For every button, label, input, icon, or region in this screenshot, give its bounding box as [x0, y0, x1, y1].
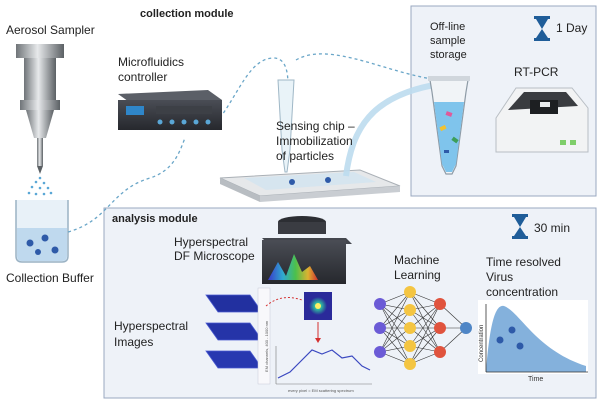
spectrum-caption: every pixel = EM scattering spectrum	[288, 388, 354, 393]
flow-arrow	[315, 338, 321, 343]
virus-label-2: Virus	[486, 270, 513, 284]
images-label-2: Images	[114, 335, 153, 349]
flow-arrow	[265, 297, 303, 307]
controller-icon	[118, 90, 222, 130]
virus-icon	[289, 177, 331, 185]
pcr-machine-icon	[495, 87, 589, 153]
virus-icon	[496, 326, 524, 350]
time-1day-label: 1 Day	[556, 21, 587, 35]
pipette-tip	[277, 79, 295, 173]
sensing-label-1: Sensing chip –	[276, 119, 355, 133]
aerosol-droplets	[27, 176, 53, 196]
rtpcr-label: RT-PCR	[514, 65, 559, 79]
offline-label-2: sample	[430, 35, 465, 47]
collection-module-title: collection module	[140, 8, 234, 20]
collection-buffer-label: Collection Buffer	[6, 271, 94, 285]
sampler-icon	[16, 44, 64, 174]
conc-ylabel: Concentration	[479, 325, 485, 362]
microscope-icon	[262, 216, 352, 284]
neural-network-icon	[374, 286, 472, 370]
analysis-module-title: analysis module	[112, 213, 198, 225]
microfluidics-label-2: controller	[118, 70, 167, 84]
hyperspectral-label-1: Hyperspectral	[174, 235, 248, 249]
sensing-label-2: Immobilization	[276, 134, 353, 148]
pixel-spot	[304, 292, 332, 320]
time-30min-label: 30 min	[534, 221, 570, 235]
hyperspectral-label-2: DF Microscope	[174, 249, 255, 263]
ml-label-1: Machine	[394, 253, 440, 267]
tube-icon	[428, 76, 470, 175]
hourglass-icon	[512, 214, 528, 239]
sensing-label-3: of particles	[276, 149, 334, 163]
virus-label-1: Time resolved	[486, 255, 561, 269]
microfluidics-label-1: Microfluidics	[118, 55, 184, 69]
hyperspectral-stack	[205, 287, 271, 385]
virus-icon	[26, 234, 59, 255]
spectrum-ylabel: EM channels, 400 - 1000 nm	[264, 320, 269, 372]
fluid-lines	[67, 53, 441, 233]
offline-label-3: storage	[430, 49, 467, 61]
outlet-tube	[343, 81, 441, 177]
images-label-1: Hyperspectral	[114, 319, 188, 333]
concentration-plot	[478, 300, 588, 374]
offline-label-1: Off-line	[430, 21, 465, 33]
spectrum-plot	[275, 346, 372, 385]
chip-icon	[219, 169, 401, 202]
virus-label-3: concentration	[486, 285, 558, 299]
beaker-icon	[15, 200, 69, 263]
hourglass-icon	[534, 16, 550, 41]
aerosol-sampler-label: Aerosol Sampler	[6, 23, 95, 37]
ml-label-2: Learning	[394, 268, 441, 282]
conc-xlabel: Time	[528, 376, 543, 383]
